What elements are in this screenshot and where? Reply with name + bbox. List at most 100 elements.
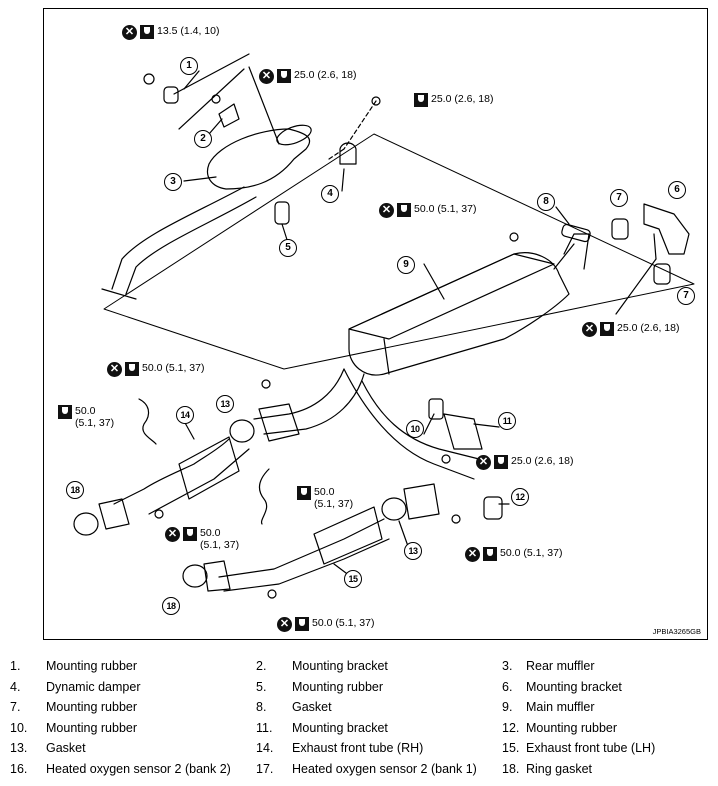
- bolt: [267, 589, 277, 599]
- torque-spec: ✕25.0 (2.6, 18): [582, 322, 679, 337]
- mounting-rubber-7a: [611, 218, 629, 240]
- bracket-11: [443, 413, 483, 450]
- torque-wrench-icon: [125, 362, 139, 376]
- torque-wrench-icon: [494, 455, 508, 469]
- callout: 11: [498, 412, 516, 430]
- legend-item: 13.Gasket: [10, 741, 86, 755]
- torque-value: 50.0 (5.1, 37): [312, 617, 375, 629]
- exhaust-system-diagram: ✕ 13.5 (1.4, 10) ✕ 25.0 (2.6, 18) 25.0 (2.…: [43, 8, 708, 640]
- exhaust-line-art: [73, 53, 695, 599]
- main-muffler-seam: [383, 338, 390, 375]
- callout: 18: [66, 481, 84, 499]
- torque-value: 25.0 (2.6, 18): [431, 93, 494, 105]
- gasket-13a: [229, 419, 255, 443]
- callout: 10: [406, 420, 424, 438]
- torque-value: 25.0 (2.6, 18): [617, 322, 680, 334]
- torque-wrench-icon: [277, 69, 291, 83]
- bolt: [451, 514, 461, 524]
- front-tube-lh: [218, 518, 390, 592]
- leader-lines: [183, 70, 570, 580]
- sensor-16-wire: [138, 398, 157, 445]
- torque-spec: ✕ 25.0 (2.6, 18): [259, 69, 356, 84]
- torque-value: 50.0 (5.1, 37): [142, 362, 205, 374]
- leader-1: [173, 53, 280, 145]
- reference-code: JPBIA3265GB: [652, 627, 701, 636]
- bolt: [154, 509, 164, 519]
- flange: [258, 403, 300, 442]
- torque-value: 50.0(5.1, 37): [200, 527, 240, 551]
- replace-part-icon: ✕: [259, 69, 274, 84]
- torque-wrench-icon: [295, 617, 309, 631]
- callout: 7: [610, 189, 628, 207]
- torque-wrench-icon: [414, 93, 428, 107]
- replace-part-icon: ✕: [379, 203, 394, 218]
- bolt: [211, 94, 221, 104]
- callout: 1: [180, 57, 198, 75]
- torque-wrench-icon: [297, 486, 311, 500]
- legend-item: 4.Dynamic damper: [10, 680, 141, 694]
- front-tube-rh: [113, 438, 250, 515]
- legend-item: 2.Mounting bracket: [256, 659, 388, 673]
- torque-value: 50.0 (5.1, 37): [414, 203, 477, 215]
- legend-item: 17.Heated oxygen sensor 2 (bank 1): [256, 762, 477, 776]
- torque-spec: ✕ 50.0 (5.1, 37): [277, 617, 374, 632]
- replace-part-icon: ✕: [107, 362, 122, 377]
- torque-spec: 50.0(5.1, 37): [58, 405, 114, 429]
- bolt: [441, 454, 451, 464]
- callout: 13: [404, 542, 422, 560]
- replace-part-icon: ✕: [476, 455, 491, 470]
- replace-part-icon: ✕: [277, 617, 292, 632]
- callout: 3: [164, 173, 182, 191]
- callout: 7: [677, 287, 695, 305]
- torque-value: 50.0(5.1, 37): [314, 486, 354, 510]
- torque-spec: ✕ 50.0 (5.1, 37): [379, 203, 476, 218]
- torque-value: 25.0 (2.6, 18): [511, 455, 574, 467]
- callout: 2: [194, 130, 212, 148]
- flange: [403, 483, 440, 520]
- torque-value: 50.0(5.1, 37): [75, 405, 115, 429]
- callout: 14: [176, 406, 194, 424]
- mounting-rubber-5: [274, 201, 290, 225]
- torque-wrench-icon: [600, 322, 614, 336]
- rear-muffler: [206, 128, 311, 190]
- legend-item: 15.Exhaust front tube (LH): [502, 741, 656, 755]
- torque-value: 25.0 (2.6, 18): [294, 69, 357, 81]
- gasket-13b: [381, 497, 407, 521]
- torque-spec: ✕50.0(5.1, 37): [165, 527, 239, 551]
- callout: 6: [668, 181, 686, 199]
- torque-wrench-icon: [183, 527, 197, 541]
- torque-value: 13.5 (1.4, 10): [157, 25, 220, 37]
- callout: 5: [279, 239, 297, 257]
- torque-spec: ✕ 50.0 (5.1, 37): [465, 547, 562, 562]
- torque-spec: ✕ 13.5 (1.4, 10): [122, 25, 219, 40]
- torque-wrench-icon: [140, 25, 154, 39]
- torque-spec: ✕ 50.0 (5.1, 37): [107, 362, 204, 377]
- flange-rh: [98, 498, 130, 530]
- replace-part-icon: ✕: [122, 25, 137, 40]
- main-muffler: [348, 252, 570, 376]
- callout: 18: [162, 597, 180, 615]
- torque-spec: ✕ 25.0 (2.6, 18): [476, 455, 573, 470]
- rear-pipe: [111, 186, 257, 295]
- leader-6: [615, 258, 657, 315]
- legend-item: 11.Mounting bracket: [256, 721, 388, 735]
- callout: 12: [511, 488, 529, 506]
- main-muffler-pipe: [553, 233, 590, 270]
- sensor-17-wire: [258, 468, 270, 525]
- torque-wrench-icon: [397, 203, 411, 217]
- legend-item: 3.Rear muffler: [502, 659, 595, 673]
- callout: 9: [397, 256, 415, 274]
- callout: 4: [321, 185, 339, 203]
- legend-item: 1.Mounting rubber: [10, 659, 138, 673]
- legend-item: 18.Ring gasket: [502, 762, 593, 776]
- legend-item: 7.Mounting rubber: [10, 700, 138, 714]
- mounting-rubber-7b: [653, 263, 671, 285]
- legend-item: 5.Mounting rubber: [256, 680, 384, 694]
- callout: 13: [216, 395, 234, 413]
- flange-lh: [203, 560, 231, 592]
- torque-value: 50.0 (5.1, 37): [500, 547, 563, 559]
- bolt: [509, 232, 519, 242]
- replace-part-icon: ✕: [465, 547, 480, 562]
- dynamic-damper: [339, 142, 357, 165]
- torque-spec: 25.0 (2.6, 18): [414, 93, 493, 107]
